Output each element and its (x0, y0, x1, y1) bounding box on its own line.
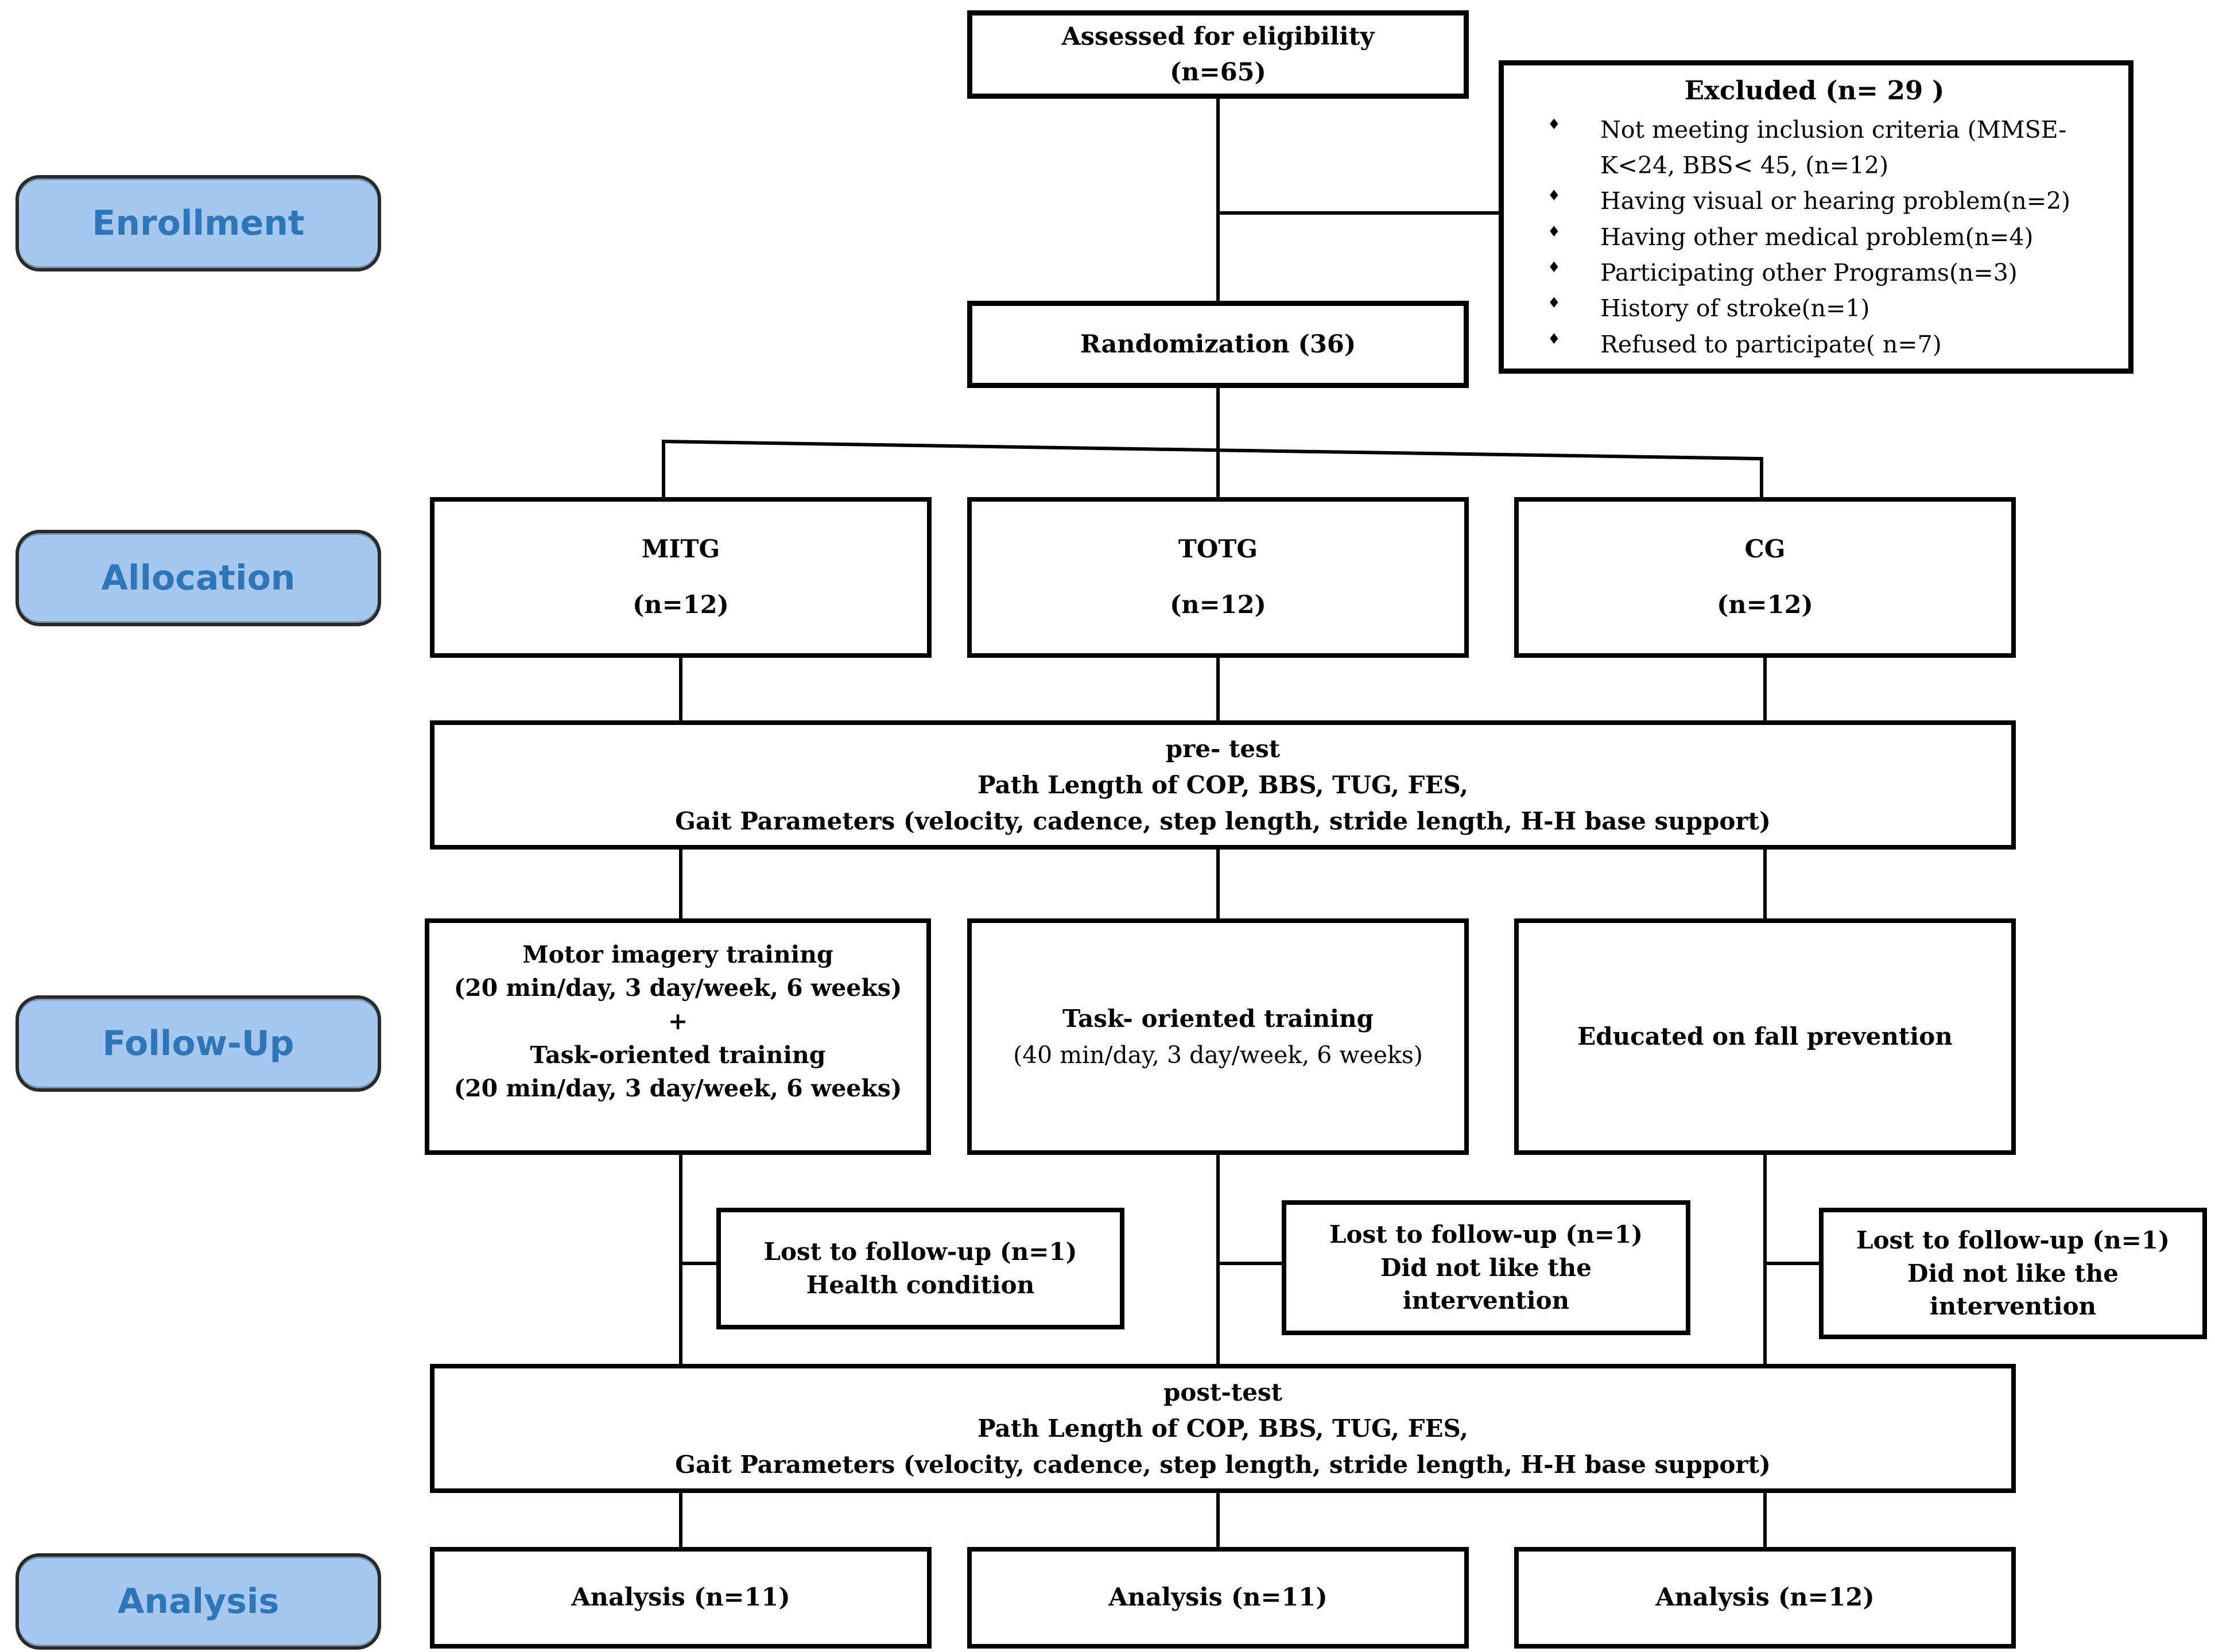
lost-line1: Lost to follow-up (n=1) (763, 1238, 1077, 1266)
mitg-intervention-line4: Task-oriented training (530, 1041, 826, 1069)
excluded-reason: ♦ History of stroke(n=1) (1514, 290, 2115, 326)
pre-test-line3: Gait Parameters (velocity, cadence, step… (675, 807, 1771, 835)
stage-label-enrollment: Enrollment (15, 175, 381, 272)
connector-stub-lost-2 (1218, 1262, 1284, 1265)
post-test-box: post-test Path Length of COP, BBS, TUG, … (430, 1364, 2016, 1493)
intervention-box-totg: Task- oriented training (40 min/day, 3 d… (967, 918, 1469, 1155)
diamond-bullet-icon: ♦ (1547, 258, 1561, 276)
post-test-line3: Gait Parameters (velocity, cadence, step… (675, 1451, 1771, 1479)
diamond-bullet-icon: ♦ (1547, 329, 1561, 347)
analysis-box-mitg: Analysis (n=11) (430, 1547, 932, 1649)
totg-intervention-line2: (40 min/day, 3 day/week, 6 weeks) (1013, 1041, 1423, 1069)
connector-posttest-to-analysis-1 (679, 1493, 682, 1547)
excluded-reason-text: History of stroke(n=1) (1600, 294, 1870, 323)
excluded-reason-text: Not meeting inclusion criteria (MMSE-K<2… (1600, 115, 2067, 180)
excluded-reason: ♦ Having other medical problem(n=4) (1514, 219, 2115, 255)
lost-line1: Lost to follow-up (n=1) (1329, 1220, 1643, 1248)
mitg-intervention-line5: (20 min/day, 3 day/week, 6 weeks) (453, 1074, 902, 1102)
pre-test-line1: pre- test (1165, 735, 1281, 763)
connector-distribution-line (661, 440, 1763, 461)
connector-drop-mitg (662, 442, 665, 497)
excluded-reason-text: Refused to participate( n=7) (1600, 330, 1942, 358)
intervention-box-mitg: Motor imagery training (20 min/day, 3 da… (425, 918, 931, 1155)
allocation-box-cg: CG (n=12) (1514, 497, 2016, 658)
connector-stub-lost-3 (1765, 1262, 1824, 1265)
excluded-reason-text: Participating other Programs(n=3) (1600, 259, 2018, 286)
pre-test-line2: Path Length of COP, BBS, TUG, FES, (977, 771, 1468, 799)
randomization-text: Randomization (36) (1080, 329, 1356, 359)
stage-label-follow-up-text: Follow-Up (102, 1023, 294, 1064)
stage-label-allocation: Allocation (15, 530, 381, 626)
lost-line2: Did not like the intervention (1907, 1259, 2119, 1321)
connector-pretest-to-mitg-intervention (679, 850, 682, 918)
connector-assessed-to-randomization (1216, 99, 1220, 301)
connector-posttest-to-analysis-2 (1216, 1493, 1220, 1547)
lost-to-follow-up-box-cg: Lost to follow-up (n=1) Did not like the… (1819, 1208, 2207, 1339)
cg-intervention-line1: Educated on fall prevention (1577, 1022, 1953, 1050)
connector-mitg-to-pretest (679, 658, 682, 720)
mitg-intervention-plus: + (668, 1007, 688, 1036)
group-n: (n=12) (1717, 591, 1813, 619)
assessed-line2: (n=65) (1170, 58, 1266, 87)
connector-drop-cg (1760, 458, 1763, 497)
post-test-line2: Path Length of COP, BBS, TUG, FES, (977, 1414, 1468, 1442)
excluded-reasons-list: ♦ Not meeting inclusion criteria (MMSE-K<… (1514, 112, 2115, 362)
excluded-reason-text: Having visual or hearing problem(n=2) (1600, 187, 2071, 215)
excluded-box: Excluded (n= 29 ) ♦ Not meeting inclusion… (1499, 60, 2133, 374)
lost-line2: Health condition (806, 1271, 1035, 1299)
stage-label-analysis-text: Analysis (117, 1581, 280, 1622)
analysis-box-cg: Analysis (n=12) (1514, 1547, 2016, 1649)
group-n: (n=12) (633, 591, 729, 619)
connector-pretest-to-totg-intervention (1216, 850, 1220, 918)
diamond-bullet-icon: ♦ (1547, 294, 1561, 312)
connector-totg-to-posttest (1216, 1155, 1220, 1364)
stage-label-enrollment-text: Enrollment (92, 203, 305, 243)
allocation-box-totg: TOTG (n=12) (967, 497, 1469, 658)
connector-cg-to-posttest (1763, 1155, 1767, 1364)
diamond-bullet-icon: ♦ (1547, 187, 1561, 204)
excluded-title: Excluded (n= 29 ) (1684, 75, 1945, 106)
excluded-reason: ♦ Refused to participate( n=7) (1514, 327, 2115, 362)
assessed-line1: Assessed for eligibility (1061, 22, 1375, 51)
mitg-intervention-line2: (20 min/day, 3 day/week, 6 weeks) (453, 974, 902, 1002)
analysis-text: Analysis (n=11) (571, 1583, 790, 1612)
group-name: CG (1744, 535, 1786, 564)
excluded-reason: ♦ Participating other Programs(n=3) (1514, 255, 2115, 290)
allocation-box-mitg: MITG (n=12) (430, 497, 932, 658)
group-name: MITG (641, 535, 720, 564)
excluded-reason-text: Having other medical problem(n=4) (1600, 223, 2034, 251)
analysis-text: Analysis (n=12) (1655, 1583, 1875, 1612)
pre-test-box: pre- test Path Length of COP, BBS, TUG, … (430, 720, 2016, 850)
lost-to-follow-up-box-totg: Lost to follow-up (n=1) Did not like the… (1282, 1200, 1690, 1335)
group-name: TOTG (1178, 535, 1258, 564)
stage-label-allocation-text: Allocation (101, 558, 296, 598)
diamond-bullet-icon: ♦ (1547, 115, 1561, 133)
stage-label-analysis: Analysis (15, 1553, 381, 1650)
connector-pretest-to-cg-intervention (1763, 850, 1767, 918)
lost-line1: Lost to follow-up (n=1) (1856, 1226, 2170, 1254)
diamond-bullet-icon: ♦ (1547, 222, 1561, 240)
connector-randomization-down (1216, 388, 1220, 497)
analysis-box-totg: Analysis (n=11) (967, 1547, 1469, 1649)
analysis-text: Analysis (n=11) (1108, 1583, 1328, 1612)
lost-to-follow-up-box-mitg: Lost to follow-up (n=1) Health condition (716, 1208, 1124, 1329)
connector-cg-to-pretest (1763, 658, 1767, 720)
connector-totg-to-pretest (1216, 658, 1220, 720)
connector-posttest-to-analysis-3 (1763, 1493, 1767, 1547)
mitg-intervention-line1: Motor imagery training (522, 941, 833, 968)
lost-line2: Did not like the intervention (1380, 1253, 1592, 1315)
randomization-box: Randomization (36) (967, 301, 1469, 388)
connector-stub-lost-1 (681, 1262, 719, 1265)
post-test-line1: post-test (1163, 1378, 1283, 1406)
connector-to-excluded (1218, 211, 1499, 215)
stage-label-follow-up: Follow-Up (15, 995, 381, 1092)
group-n: (n=12) (1170, 591, 1266, 619)
connector-mitg-to-posttest (679, 1155, 682, 1364)
totg-intervention-line1: Task- oriented training (1062, 1004, 1374, 1033)
excluded-reason: ♦ Having visual or hearing problem(n=2) (1514, 183, 2115, 219)
intervention-box-cg: Educated on fall prevention (1514, 918, 2016, 1155)
excluded-reason: ♦ Not meeting inclusion criteria (MMSE-K<… (1514, 112, 2115, 184)
assessed-eligibility-box: Assessed for eligibility (n=65) (967, 10, 1469, 99)
